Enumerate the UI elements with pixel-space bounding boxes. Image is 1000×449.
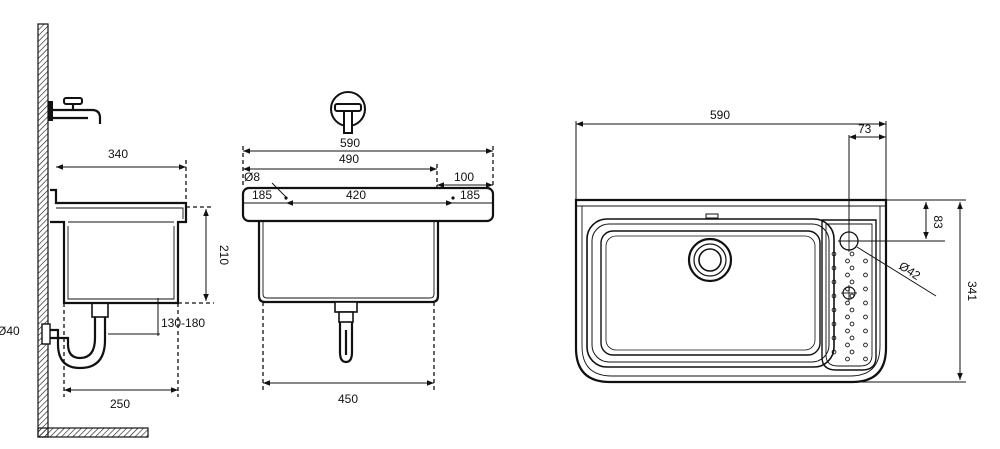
drainboard-hole [831, 321, 837, 327]
front-right-edge-label: 185 [460, 188, 480, 202]
drain-front-icon [334, 301, 358, 364]
drainboard-height-label: 83 [931, 215, 945, 229]
drainboard-hole [863, 342, 868, 348]
hole-dia-label: Ø8 [244, 170, 260, 184]
drainboard-hole [831, 293, 837, 299]
hole-spacing-label: 420 [346, 188, 366, 202]
drainboard [821, 219, 877, 371]
front-overall-width-label: 590 [340, 136, 360, 150]
drainboard-hole [849, 335, 855, 341]
trap-icon [41, 302, 109, 370]
drain-outlet-icon [687, 237, 733, 283]
front-view: 590 490 100 Ø8 185 420 185 450 [241, 91, 495, 406]
drainboard-hole [831, 279, 837, 285]
front-dimensions: 590 490 100 Ø8 185 420 185 450 [242, 136, 494, 406]
drainboard-hole [831, 251, 837, 257]
drainboard-hole [831, 335, 837, 341]
side-width-bottom-label: 250 [110, 397, 130, 411]
drainboard-hole [849, 321, 855, 327]
drainboard-hole [831, 265, 837, 271]
wall [37, 23, 49, 438]
side-dimensions: 340 210 130-180 Ø40 250 [0, 147, 231, 411]
drainboard-holes [831, 251, 868, 362]
side-height-label: 210 [217, 245, 231, 265]
front-inner-width-label: 490 [339, 152, 359, 166]
drainboard-hole [849, 349, 855, 355]
top-overall-width-label: 590 [710, 108, 730, 122]
sink-top-outline [574, 198, 888, 384]
faucet-side-icon [48, 97, 102, 124]
drainboard-hole [849, 265, 855, 271]
drainboard-hole [845, 300, 850, 306]
drainboard-hole [863, 314, 868, 320]
front-right-offset-label: 100 [454, 170, 474, 184]
drainboard-hole [831, 349, 837, 355]
drainboard-hole [845, 342, 850, 348]
faucet-front-icon [330, 91, 366, 134]
pipe-dia-label: Ø40 [0, 324, 20, 338]
drainboard-hole [863, 328, 868, 334]
basin [586, 218, 835, 368]
side-width-top-label: 340 [108, 147, 128, 161]
trap-range-label: 130-180 [161, 316, 205, 330]
top-view: 590 73 83 Ø42 341 [574, 108, 979, 384]
drainboard-hole [863, 286, 868, 292]
drainboard-hole [845, 314, 850, 320]
front-bottom-width-label: 450 [338, 392, 358, 406]
overflow-slot [705, 213, 719, 219]
top-dimensions: 590 73 83 Ø42 341 [575, 108, 979, 383]
sink-front-body [241, 186, 495, 304]
drainboard-hole [863, 272, 868, 278]
front-left-offset-label: 185 [252, 188, 272, 202]
drainboard-hole [849, 307, 855, 313]
floor [37, 427, 149, 438]
drainboard-hole [849, 279, 855, 285]
drainboard-hole [845, 272, 850, 278]
drainboard-hole [863, 258, 868, 264]
drainboard-hole [845, 328, 850, 334]
drainboard-hole [845, 356, 850, 362]
top-depth-label: 341 [965, 281, 979, 301]
drainboard-hole [863, 300, 868, 306]
drainboard-width-label: 73 [858, 122, 872, 136]
drainboard-hole [849, 251, 855, 257]
drainboard-hole [863, 356, 868, 362]
sink-side-body [50, 188, 188, 305]
side-view: 340 210 130-180 Ø40 250 [0, 23, 231, 438]
drainboard-hole [845, 258, 850, 264]
drainboard-hole [831, 307, 837, 313]
